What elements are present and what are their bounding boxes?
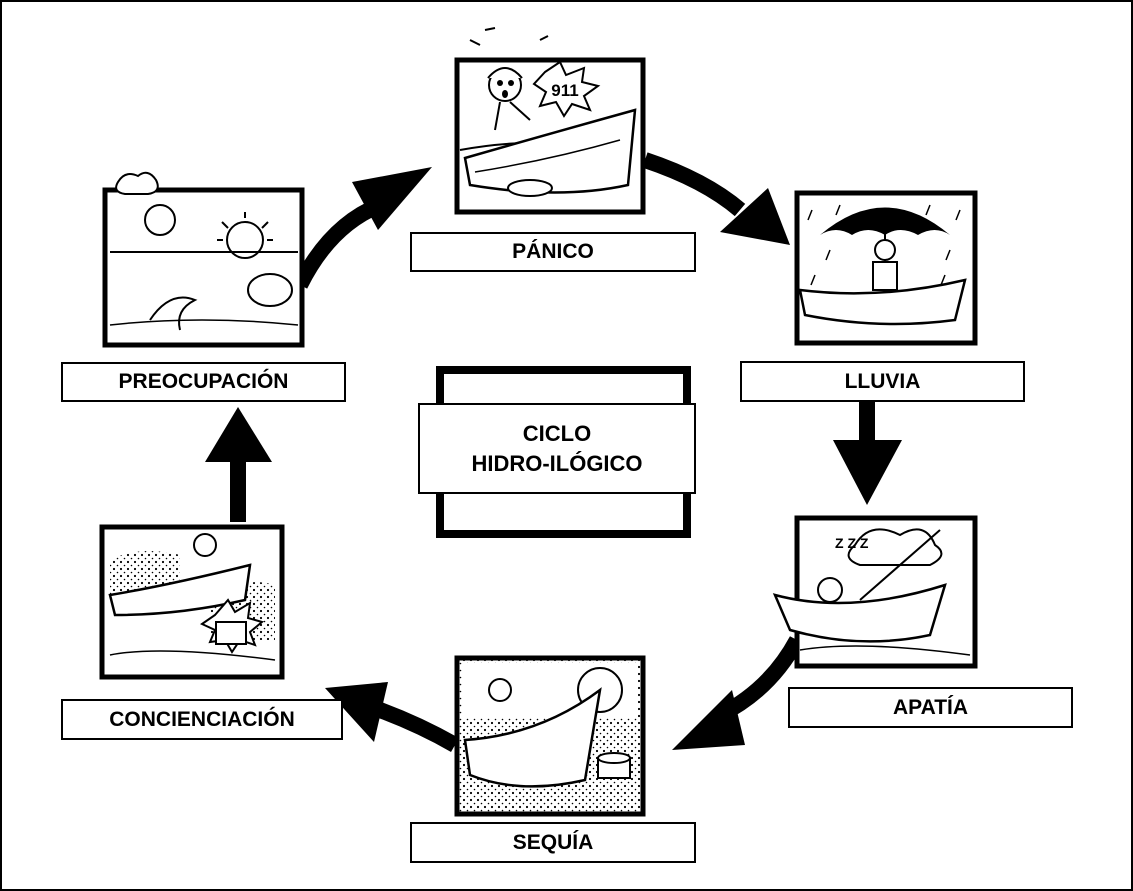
panel-preocupacion: [102, 171, 305, 348]
person-head-icon: [817, 577, 843, 603]
cloud-icon: [847, 528, 943, 566]
stage-label-panico: PÁNICO: [410, 232, 696, 272]
center-title-line1: CICLO: [522, 420, 592, 446]
panel-apatia: Z Z Z: [772, 515, 978, 669]
stage-label-apatia: APATÍA: [788, 687, 1073, 728]
boat-icon: [798, 278, 967, 326]
boat-icon: [772, 583, 947, 643]
arrow-head-preocupacion-to-panico: [352, 167, 432, 230]
arrow-panico-to-lluvia: [642, 152, 746, 217]
sleep-marks-text: Z Z Z: [835, 535, 869, 551]
person-head-icon: [874, 239, 896, 261]
center-title: CICLO HIDRO-ILÓGICO: [418, 403, 696, 494]
person-head-icon: [193, 533, 217, 557]
cycle-arrows: [205, 152, 902, 752]
center-title-line2: HIDRO-ILÓGICO: [471, 450, 643, 476]
panic-burst-icon: [532, 60, 601, 118]
bucket-icon: [215, 621, 247, 645]
arrow-head-sequia-to-concienciacion: [325, 682, 388, 742]
stage-label-lluvia: LLUVIA: [740, 361, 1025, 402]
panel-concienciacion: [99, 524, 285, 680]
stage-label-concienciacion: CONCIENCIACIÓN: [61, 699, 343, 740]
panel-lluvia: [794, 190, 978, 346]
arrow-sequia-to-concienciacion: [377, 702, 459, 752]
thought-cloud-icon: [115, 171, 159, 195]
stage-label-sequia: SEQUÍA: [410, 822, 696, 863]
arrow-head-apatia-to-sequia: [672, 690, 745, 750]
arrow-head-lluvia-to-apatia: [833, 440, 902, 505]
sun-icon: [217, 212, 273, 259]
boat-icon: [463, 687, 602, 788]
person-head-icon: [488, 678, 512, 702]
stage-label-preocupacion: PREOCUPACIÓN: [61, 362, 346, 402]
person-head-icon: [144, 204, 176, 236]
panel-sequia: [454, 655, 646, 817]
arrow-head-panico-to-lluvia: [720, 188, 790, 245]
arrow-head-concienciacion-to-preocupacion: [205, 407, 272, 462]
boat-icon: [108, 563, 252, 617]
panic-sign-text: 911: [551, 81, 578, 100]
panel-panico: 911: [454, 27, 646, 215]
